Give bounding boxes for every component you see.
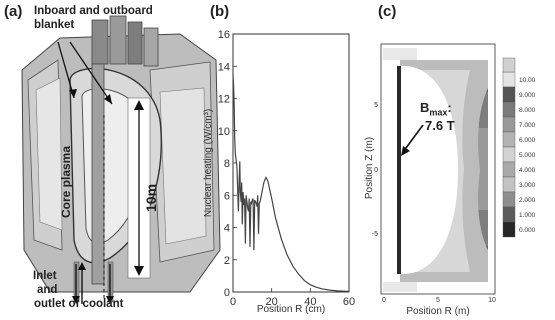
x-tick-label: 0 xyxy=(230,296,236,308)
colorbar-swatch xyxy=(502,131,516,148)
heating-series-line xyxy=(232,74,350,292)
y-tick-label: 14 xyxy=(218,61,230,73)
blanket-annotation-line1: Inboard and outboard xyxy=(34,5,153,17)
field-map-ytick: -5 xyxy=(372,231,378,238)
y-tick-label: 8 xyxy=(224,158,230,170)
colorbar-label: 6.000 xyxy=(519,137,536,144)
colorbar-label: 0.000 xyxy=(519,227,536,234)
coolant-annotation-line2: and xyxy=(37,284,58,296)
panel-a-label: (a) xyxy=(4,3,23,20)
colorbar-label: 4.000 xyxy=(519,167,536,174)
central-solenoid xyxy=(397,66,401,274)
core-plasma-annotation: Core plasma xyxy=(59,145,73,218)
tokamak-illustration xyxy=(21,15,221,304)
y-tick-label: 6 xyxy=(224,190,230,202)
y-tick-label: 10 xyxy=(218,126,230,138)
colorbar-label: 10.00 xyxy=(519,77,536,84)
colorbar-swatch xyxy=(502,206,516,223)
x-tick-label: 20 xyxy=(266,296,278,308)
x-tick-label: 60 xyxy=(343,296,355,308)
colorbar-swatch xyxy=(502,101,516,118)
colorbar-swatch xyxy=(502,191,516,208)
field-map: 5 0 -5 0 5 10 Position R (m) Position Z … xyxy=(364,43,536,317)
field-map-ylabel: Position Z (m) xyxy=(364,137,375,199)
colorbar-label: 3.000 xyxy=(519,182,536,189)
colorbar-swatch xyxy=(502,116,516,133)
y-tick-label: 0 xyxy=(224,287,230,299)
colorbar-swatch xyxy=(502,146,516,163)
coolant-annotation-line1: Inlet xyxy=(33,270,57,282)
colorbar-swatch xyxy=(502,221,516,238)
x-tick-label: 40 xyxy=(304,296,316,308)
panel-c-label: (c) xyxy=(378,3,397,20)
bmax-colon: : xyxy=(447,100,452,115)
nuclear-heating-chart: 0 2 4 6 8 10 12 14 16 0 20 40 60 Position R (cm) Nuc… xyxy=(203,29,355,315)
colorbar-label: 5.000 xyxy=(519,152,536,159)
panel-b-label: (b) xyxy=(210,3,230,20)
chart-b-xlabel: Position R (cm) xyxy=(257,304,325,315)
plasma-region xyxy=(400,65,458,275)
plot-frame xyxy=(232,33,350,293)
colorbar-swatch xyxy=(502,71,516,88)
colorbar-label: 9.000 xyxy=(519,92,536,99)
colorbar-label: 7.000 xyxy=(519,122,536,129)
field-map-ytick: 0 xyxy=(374,167,378,174)
y-tick-label: 16 xyxy=(218,29,230,41)
colorbar-label: 8.000 xyxy=(519,107,536,114)
colorbar-label: 2.000 xyxy=(519,197,536,204)
field-map-xlabel: Position R (m) xyxy=(406,306,469,317)
chart-b-ylabel: Nuclear heating (W/cm³) xyxy=(203,109,214,217)
bmax-annotation: Bmax: xyxy=(420,100,452,119)
bmax-symbol: B xyxy=(420,100,430,115)
y-tick-label: 4 xyxy=(224,223,230,235)
field-map-xtick: 0 xyxy=(382,297,386,304)
field-map-xtick: 10 xyxy=(488,297,496,304)
blanket-annotation-line2: blanket xyxy=(34,19,75,31)
colorbar-cap xyxy=(502,57,516,73)
y-tick-label: 12 xyxy=(218,94,230,106)
y-tick-label: 2 xyxy=(224,255,230,267)
coolant-annotation-line3: outlet of coolant xyxy=(34,298,124,310)
colorbar-swatch xyxy=(502,176,516,193)
bmax-value: 7.6 T xyxy=(425,118,455,133)
field-map-xtick: 5 xyxy=(436,297,440,304)
panel-c: (c) 5 0 -5 0 5 10 Position R (m) Positio… xyxy=(360,0,555,320)
panel-b: (b) 0 2 4 6 8 10 12 14 16 0 20 40 60 Position R (cm)… xyxy=(200,0,370,320)
colorbar: 10.00 9.000 8.000 7.000 6.000 5.000 4.000 3.000… xyxy=(502,57,536,238)
panel-a: (a) Inboard and outboard blanket Core pl… xyxy=(0,0,225,320)
field-map-ytick: 5 xyxy=(374,102,378,109)
bmax-subscript: max xyxy=(429,107,448,118)
colorbar-swatch xyxy=(502,161,516,178)
height-annotation: 10m xyxy=(143,183,159,212)
colorbar-swatch xyxy=(502,86,516,103)
colorbar-label: 1.000 xyxy=(519,212,536,219)
